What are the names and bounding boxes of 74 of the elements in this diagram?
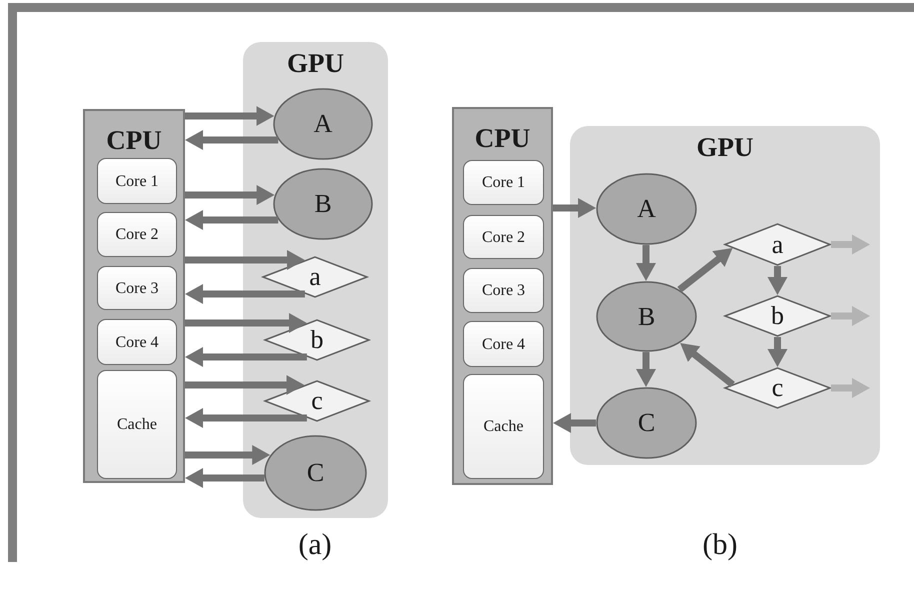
- arrow: [185, 250, 305, 270]
- node-label: a: [309, 262, 321, 292]
- arrow: [185, 468, 264, 488]
- node-label: GPU: [696, 132, 754, 164]
- core-box: [97, 370, 177, 479]
- task-ellipse: [596, 173, 697, 245]
- node-label: Core 3: [482, 282, 526, 301]
- node-label: A: [637, 194, 656, 224]
- task-ellipse: [596, 387, 697, 459]
- task-ellipse: [264, 435, 367, 511]
- node-label: b: [310, 325, 324, 355]
- arrow: [185, 445, 270, 465]
- node-label: CPU: [474, 123, 530, 154]
- node-label: Core 4: [482, 336, 526, 354]
- node-label: B: [314, 189, 332, 219]
- node-label: Core 1: [115, 172, 159, 192]
- arrow: [185, 185, 275, 205]
- core-box: [97, 266, 177, 310]
- arrow: [185, 130, 278, 150]
- cpu-box: [452, 107, 553, 485]
- arrow: [185, 210, 278, 230]
- gpu-panel: [243, 42, 388, 518]
- node-label: C: [306, 458, 324, 488]
- arrow: [553, 413, 596, 433]
- arrow: [185, 375, 304, 395]
- panel-caption: (a): [297, 527, 333, 563]
- cpu-box: [83, 109, 185, 483]
- core-box: [463, 268, 544, 313]
- arrow: [185, 106, 274, 126]
- gpu-panel: [570, 126, 880, 465]
- node-label: Cache: [484, 418, 524, 437]
- decision-diamond: [724, 295, 831, 337]
- decision-diamond: [264, 380, 370, 422]
- arrow: [636, 245, 656, 281]
- decision-diamond: [262, 256, 368, 298]
- core-box: [97, 319, 177, 365]
- node-label: Core 2: [115, 226, 159, 245]
- node-label: Core 1: [482, 174, 526, 193]
- task-ellipse: [596, 281, 697, 352]
- core-box: [463, 374, 544, 479]
- node-label: b: [771, 301, 784, 331]
- core-box: [97, 158, 177, 204]
- task-ellipse: [273, 88, 373, 160]
- arrow: [185, 313, 307, 333]
- node-label: C: [638, 408, 656, 438]
- arrow: [831, 378, 870, 398]
- arrow: [831, 306, 870, 326]
- arrow: [636, 352, 656, 387]
- task-ellipse: [273, 168, 373, 240]
- decision-diamond: [264, 319, 370, 361]
- core-box: [463, 160, 544, 205]
- core-box: [97, 212, 177, 257]
- arrow: [831, 234, 870, 254]
- panel-caption: (b): [702, 527, 738, 563]
- node-label: c: [772, 373, 784, 403]
- arrow: [768, 266, 788, 295]
- arrow: [768, 337, 788, 367]
- decision-diamond: [724, 367, 831, 409]
- node-label: a: [772, 230, 784, 260]
- node-label: A: [314, 109, 332, 139]
- core-box: [463, 321, 544, 367]
- node-label: CPU: [106, 125, 162, 156]
- node-label: Cache: [117, 416, 157, 435]
- node-label: Core 4: [115, 334, 159, 352]
- node-label: GPU: [287, 48, 344, 80]
- decision-diamond: [724, 223, 831, 266]
- core-box: [463, 215, 544, 259]
- node-label: B: [638, 302, 656, 332]
- node-label: Core 3: [115, 280, 159, 298]
- arrow: [677, 245, 735, 292]
- arrow: [678, 340, 735, 388]
- node-label: Core 2: [482, 228, 526, 248]
- node-label: c: [311, 386, 323, 416]
- arrow: [553, 198, 596, 218]
